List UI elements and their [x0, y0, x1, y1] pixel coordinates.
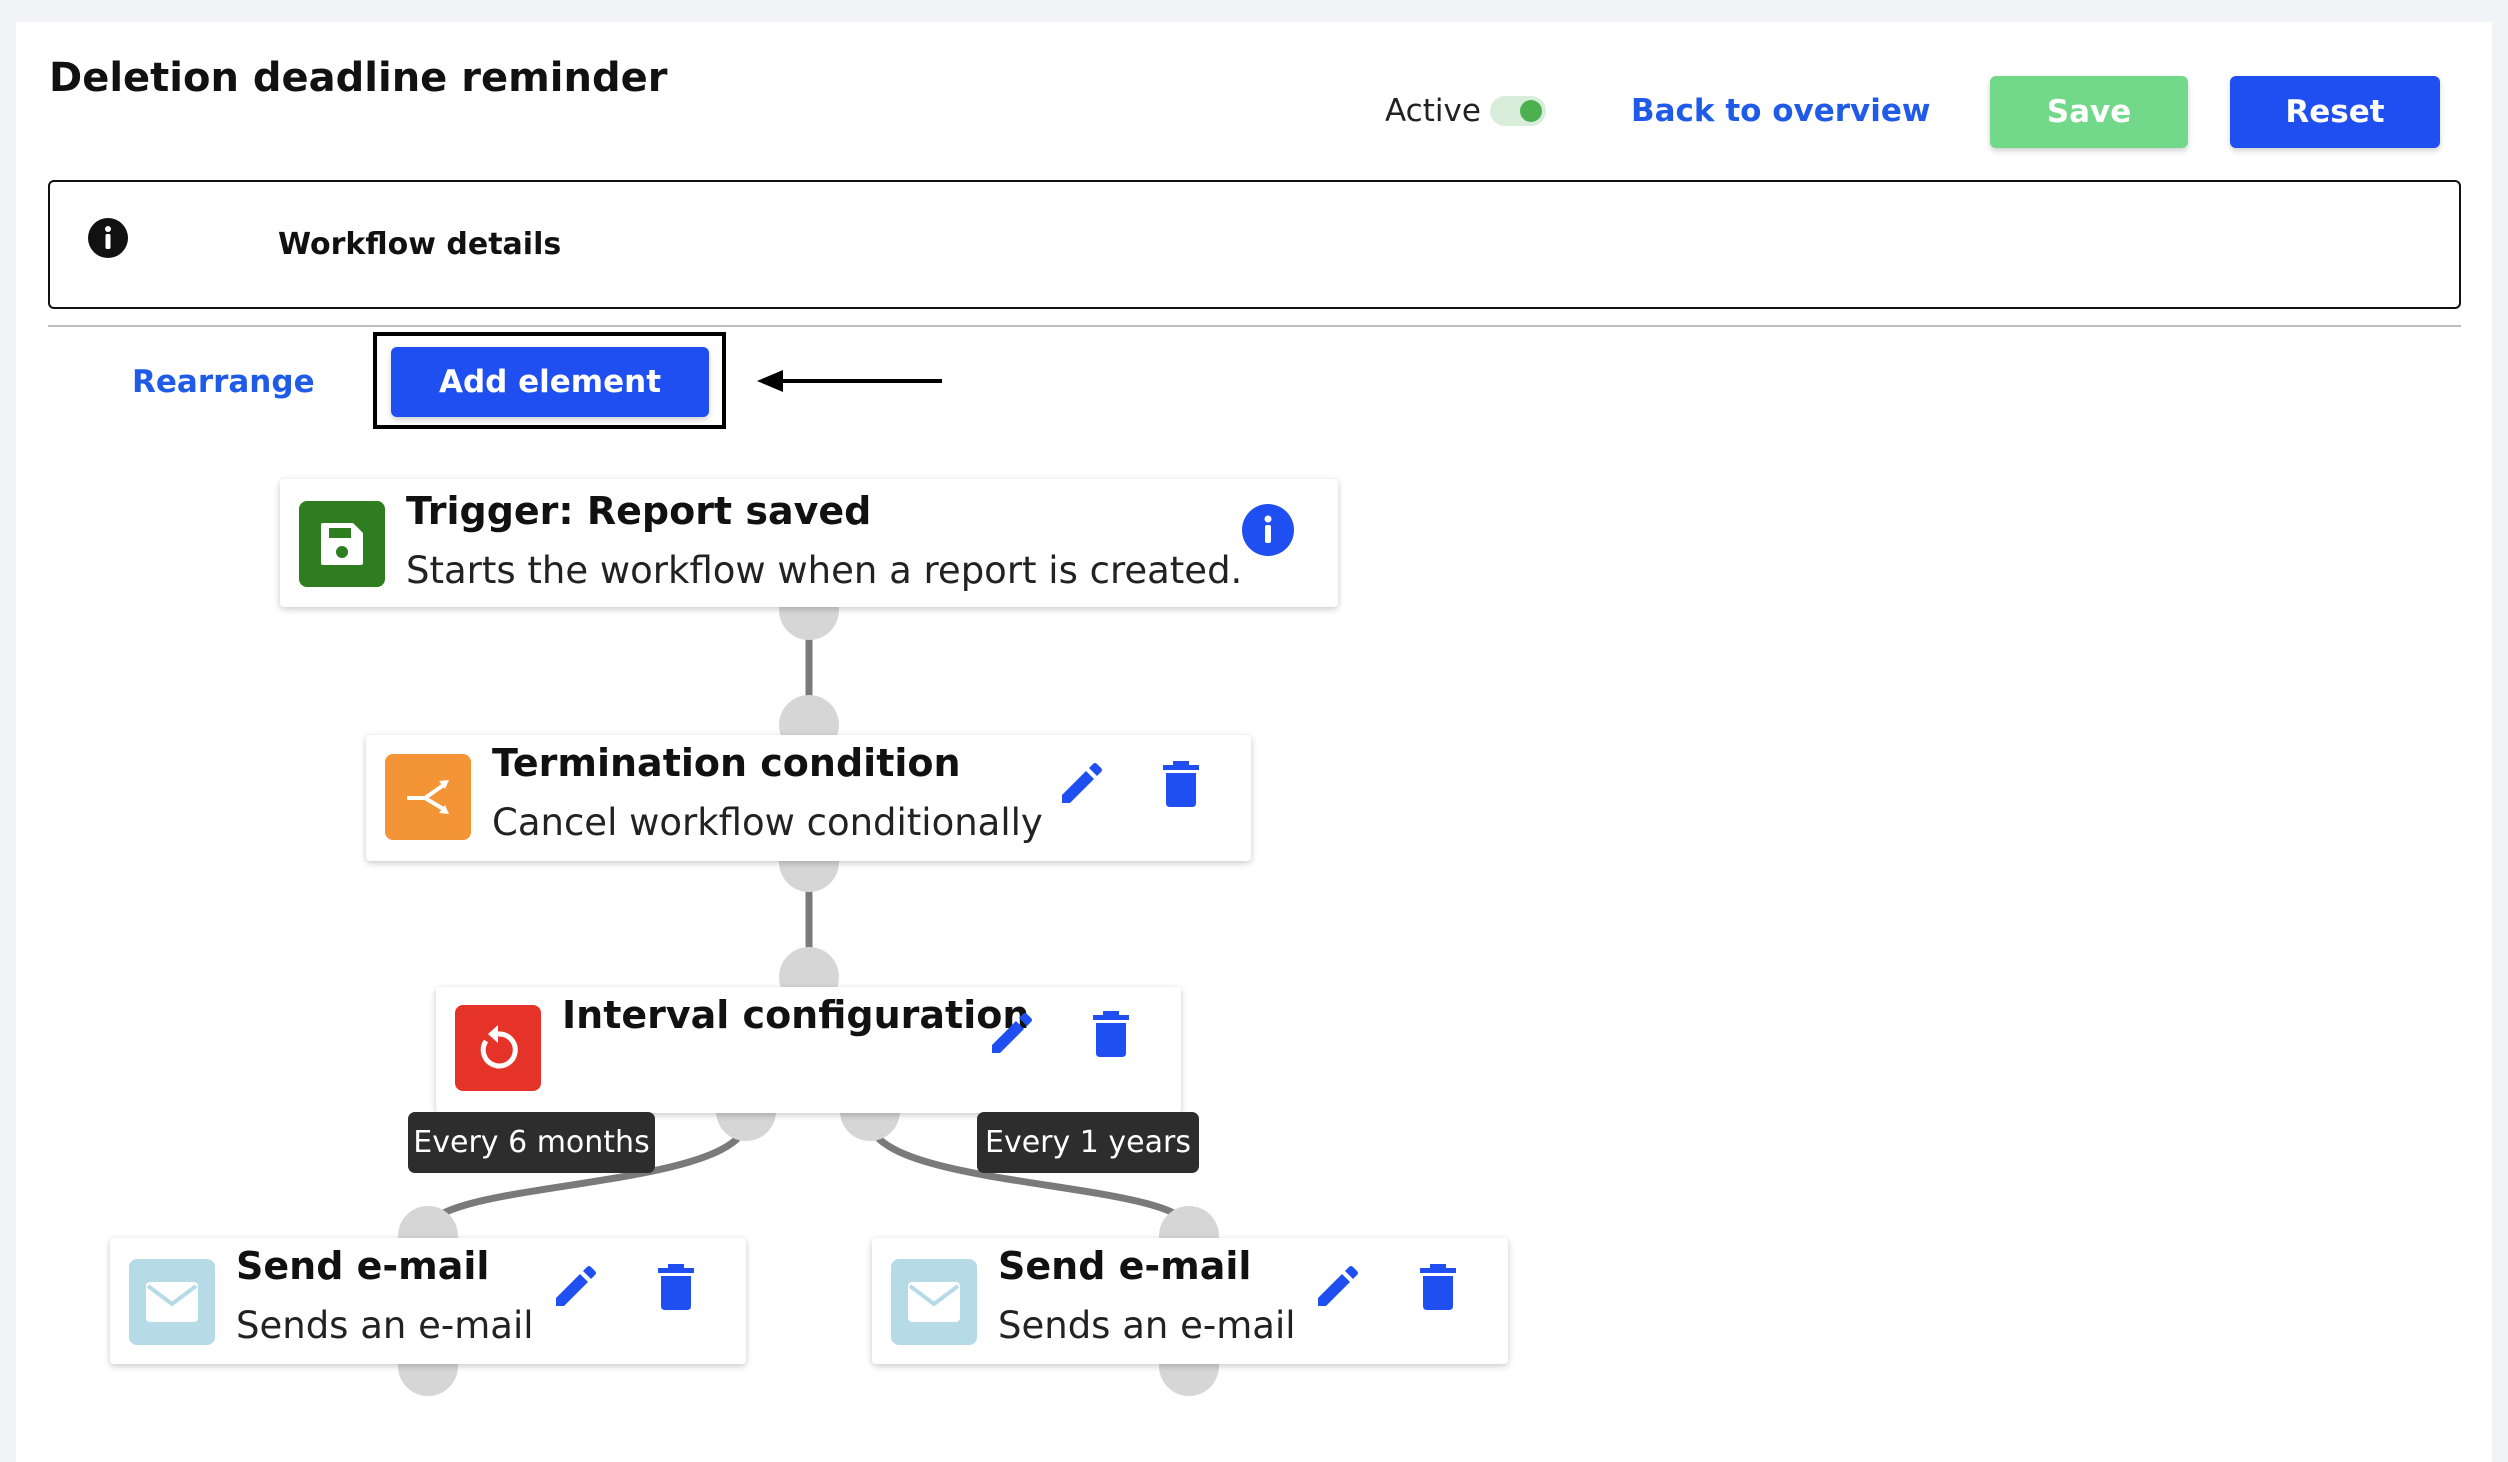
- termination-title: Termination condition: [492, 741, 961, 785]
- email-edit-icon[interactable]: [550, 1262, 600, 1312]
- mail-icon: [891, 1259, 977, 1345]
- back-to-overview-link[interactable]: Back to overview: [1631, 93, 1931, 129]
- trigger-info-icon[interactable]: [1242, 504, 1294, 556]
- interval-edit-icon[interactable]: [986, 1009, 1036, 1059]
- email-delete-icon[interactable]: [654, 1262, 698, 1312]
- divider: [48, 325, 2461, 327]
- trigger-title: Trigger: Report saved: [406, 489, 872, 533]
- send-email-node[interactable]: Send e-mail Sends an e-mail: [872, 1238, 1508, 1364]
- email-title: Send e-mail: [236, 1244, 490, 1288]
- workflow-details-panel[interactable]: Workflow details: [48, 180, 2461, 309]
- interval-title: Interval configuration: [562, 993, 1030, 1037]
- restart-icon: [455, 1005, 541, 1091]
- send-email-node[interactable]: Send e-mail Sends an e-mail: [110, 1238, 746, 1364]
- branch-label-left: Every 6 months: [408, 1112, 655, 1173]
- toggle-knob: [1520, 100, 1542, 122]
- active-toggle[interactable]: [1490, 96, 1546, 126]
- info-icon: [88, 218, 128, 258]
- termination-delete-icon[interactable]: [1159, 759, 1203, 809]
- trigger-node[interactable]: Trigger: Report saved Starts the workflo…: [280, 479, 1338, 607]
- split-arrows-icon: [385, 754, 471, 840]
- workflow-details-label: Workflow details: [278, 227, 562, 262]
- email-subtitle: Sends an e-mail: [998, 1304, 1296, 1347]
- termination-subtitle: Cancel workflow conditionally: [492, 801, 1043, 844]
- email-delete-icon[interactable]: [1416, 1262, 1460, 1312]
- save-button[interactable]: Save: [1990, 76, 2188, 148]
- save-icon: [299, 501, 385, 587]
- reset-button[interactable]: Reset: [2230, 76, 2440, 148]
- highlight-frame: [373, 332, 726, 429]
- email-edit-icon[interactable]: [1312, 1262, 1362, 1312]
- interval-delete-icon[interactable]: [1089, 1009, 1133, 1059]
- trigger-subtitle: Starts the workflow when a report is cre…: [406, 549, 1243, 592]
- page-title: Deletion deadline reminder: [49, 55, 668, 101]
- mail-icon: [129, 1259, 215, 1345]
- termination-edit-icon[interactable]: [1056, 759, 1106, 809]
- active-label: Active: [1385, 93, 1481, 129]
- pointer-arrow-icon: [757, 370, 942, 392]
- termination-node[interactable]: Termination condition Cancel workflow co…: [366, 735, 1251, 861]
- add-element-button[interactable]: Add element: [391, 347, 709, 417]
- email-subtitle: Sends an e-mail: [236, 1304, 534, 1347]
- rearrange-link[interactable]: Rearrange: [132, 364, 315, 400]
- interval-node[interactable]: Interval configuration: [436, 987, 1181, 1113]
- branch-label-right: Every 1 years: [977, 1112, 1199, 1173]
- email-title: Send e-mail: [998, 1244, 1252, 1288]
